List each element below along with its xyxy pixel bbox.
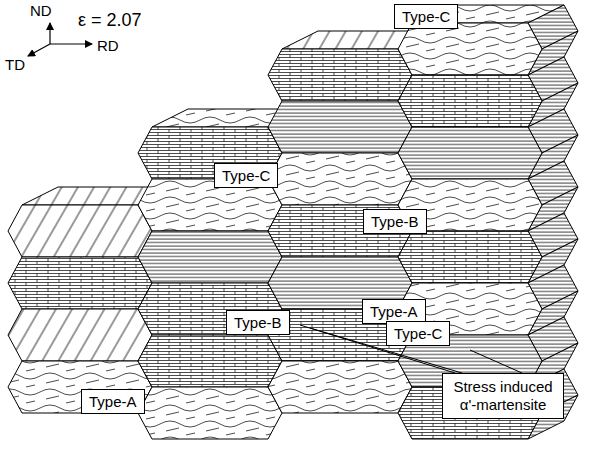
axis-label: RD [97, 37, 119, 55]
grain-type-label: Type-C [222, 167, 270, 184]
grain-face [268, 361, 412, 413]
grain-type-label: Type-C [402, 8, 450, 25]
grain-face [138, 231, 282, 283]
grain-type-box: Type-A [81, 389, 145, 414]
grain-face [268, 49, 412, 101]
grain-type-box: Type-C [394, 4, 458, 29]
grain-face [268, 153, 412, 205]
grain-face [138, 387, 282, 439]
grain-face [398, 23, 542, 75]
axis-name: ND [30, 2, 52, 19]
grain-type-label: Type-C [394, 325, 442, 342]
axis-arrow [50, 43, 92, 44]
grain-face [8, 257, 152, 309]
leader-lines [300, 325, 522, 373]
grain-type-box: Type-B [363, 209, 427, 234]
grain-type-box: Type-C [386, 321, 450, 346]
grain-face [398, 231, 542, 283]
grain-face [398, 75, 542, 127]
grain-type-label: Type-B [234, 314, 282, 331]
axis-label: ND [30, 2, 52, 20]
grain-type-label: Type-A [370, 303, 418, 320]
grain-face [8, 309, 152, 361]
leader-line [470, 350, 522, 373]
grain-face [138, 283, 282, 335]
strain-value: ε = 2.07 [78, 10, 142, 30]
grain-face [268, 101, 412, 153]
axis-arrow [49, 23, 50, 44]
axis-name: TD [5, 56, 25, 73]
grain-face [138, 335, 282, 387]
grain-type-box: Type-C [214, 163, 278, 188]
axis-name: RD [97, 37, 119, 54]
grain-type-box: Type-B [226, 310, 290, 335]
grain-face [8, 361, 152, 413]
grain-face [398, 127, 542, 179]
callout-box: Stress induced α'-martensite [442, 373, 564, 419]
grain-type-label: Type-B [371, 213, 419, 230]
grain-type-label: Type-A [89, 393, 137, 410]
strain-label: ε = 2.07 [78, 11, 142, 29]
grain-face [8, 205, 152, 257]
callout-text: Stress induced α'-martensite [453, 378, 552, 413]
axis-arrow [28, 44, 50, 56]
axis-label: TD [5, 56, 25, 74]
